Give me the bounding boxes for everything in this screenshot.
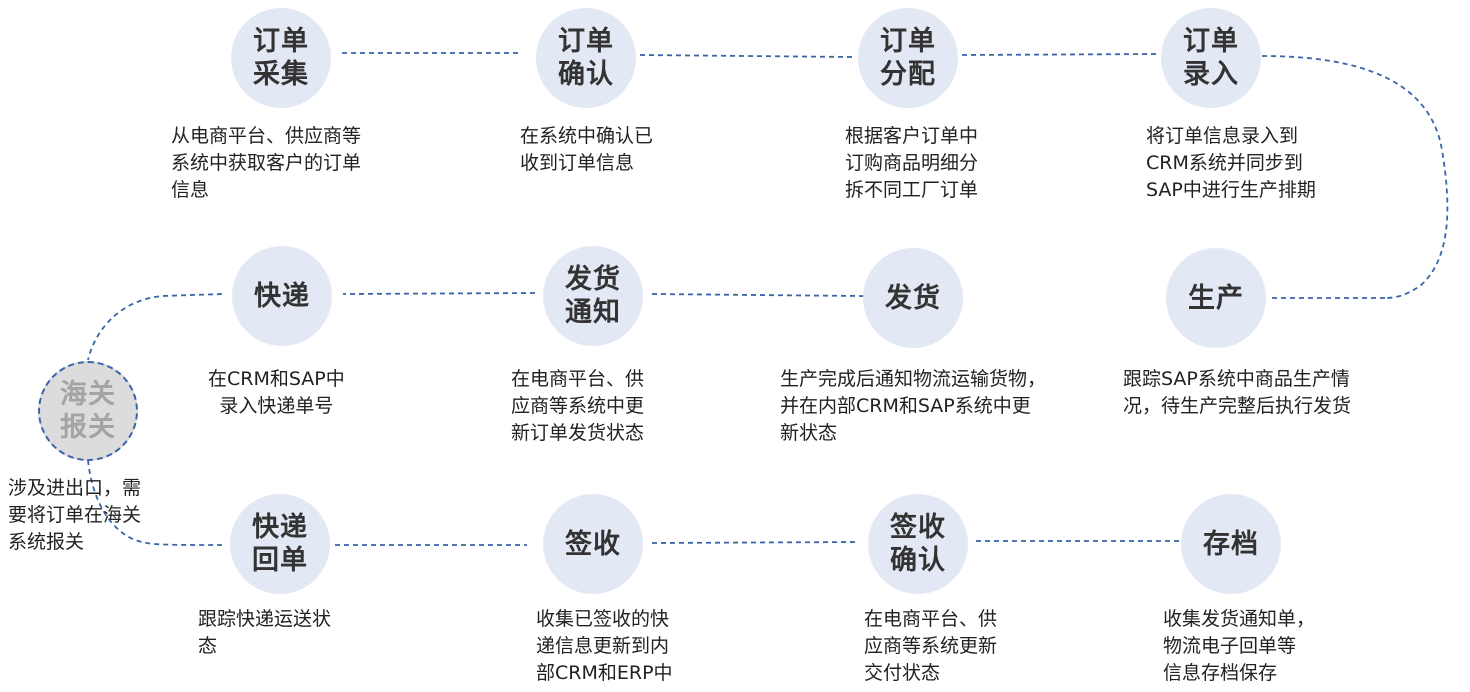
step-title: 订单 分配 <box>880 26 936 90</box>
step-description: 跟踪SAP系统中商品生产情 况，待生产完整后执行发货 <box>1123 368 1352 417</box>
step-description: 在CRM和SAP中 录入快递单号 <box>208 368 345 417</box>
step-title: 订单 采集 <box>253 26 309 90</box>
step-description: 从电商平台、供应商等 系统中获取客户的订单 信息 <box>171 125 362 201</box>
step-title: 订单 录入 <box>1183 26 1239 90</box>
connector-7-8 <box>342 292 536 295</box>
step-archive: 存档 <box>1181 494 1281 594</box>
step-express-receipt: 快递 回单 <box>230 494 330 594</box>
step-shipping-notice: 发货 通知 <box>543 246 643 346</box>
step-order-confirmation: 订单 确认 <box>536 8 636 108</box>
step-description: 在电商平台、供 应商等系统更新 交付状态 <box>864 608 998 684</box>
step-shipping: 发货 <box>863 248 963 348</box>
step-title: 发货 通知 <box>565 264 621 328</box>
step-title: 海关 报关 <box>60 379 116 443</box>
connector-8-9 <box>87 293 223 361</box>
step-title: 存档 <box>1203 528 1259 560</box>
connector-4-5 <box>1261 55 1449 299</box>
step-description: 收集已签收的快 递信息更新到内 部CRM和ERP中 <box>536 608 673 684</box>
connector-9-10 <box>87 459 223 546</box>
step-order-entry: 订单 录入 <box>1161 8 1261 108</box>
step-description: 跟踪快递运送状 态 <box>198 608 332 657</box>
step-description: 将订单信息录入到 CRM系统并同步到 SAP中进行生产排期 <box>1146 125 1316 201</box>
connector-6-7 <box>651 293 964 298</box>
step-title: 签收 确认 <box>890 512 946 576</box>
step-express: 快递 <box>232 246 332 346</box>
step-order-allocation: 订单 分配 <box>858 8 958 108</box>
step-description: 收集发货通知单， 物流电子回单等 信息存档保存 <box>1163 608 1316 684</box>
step-production: 生产 <box>1166 248 1266 348</box>
step-sign-confirmation: 签收 确认 <box>868 494 968 594</box>
step-description: 在电商平台、供 应商等系统中更 新订单发货状态 <box>511 368 645 444</box>
step-order-collection: 订单 采集 <box>231 8 331 108</box>
step-description: 生产完成后通知物流运输货物， 并在内部CRM和SAP系统中更 新状态 <box>780 368 1047 444</box>
step-title: 生产 <box>1188 282 1244 314</box>
step-title: 订单 确认 <box>558 26 614 90</box>
step-title: 快递 回单 <box>252 512 308 576</box>
step-description: 根据客户订单中 订购商品明细分 拆不同工厂订单 <box>845 125 979 201</box>
step-customs-declaration: 海关 报关 <box>38 361 138 461</box>
step-title: 发货 <box>885 282 941 314</box>
step-title: 签收 <box>565 528 621 560</box>
step-signed: 签收 <box>543 494 643 594</box>
connector-11-12 <box>651 541 859 544</box>
step-description: 在系统中确认已 收到订单信息 <box>520 125 654 174</box>
step-description: 涉及进出口，需 要将订单在海关 系统报关 <box>8 477 142 553</box>
step-title: 快递 <box>254 280 310 312</box>
connector-2-3 <box>639 54 856 58</box>
connector-3-4 <box>961 53 1161 56</box>
